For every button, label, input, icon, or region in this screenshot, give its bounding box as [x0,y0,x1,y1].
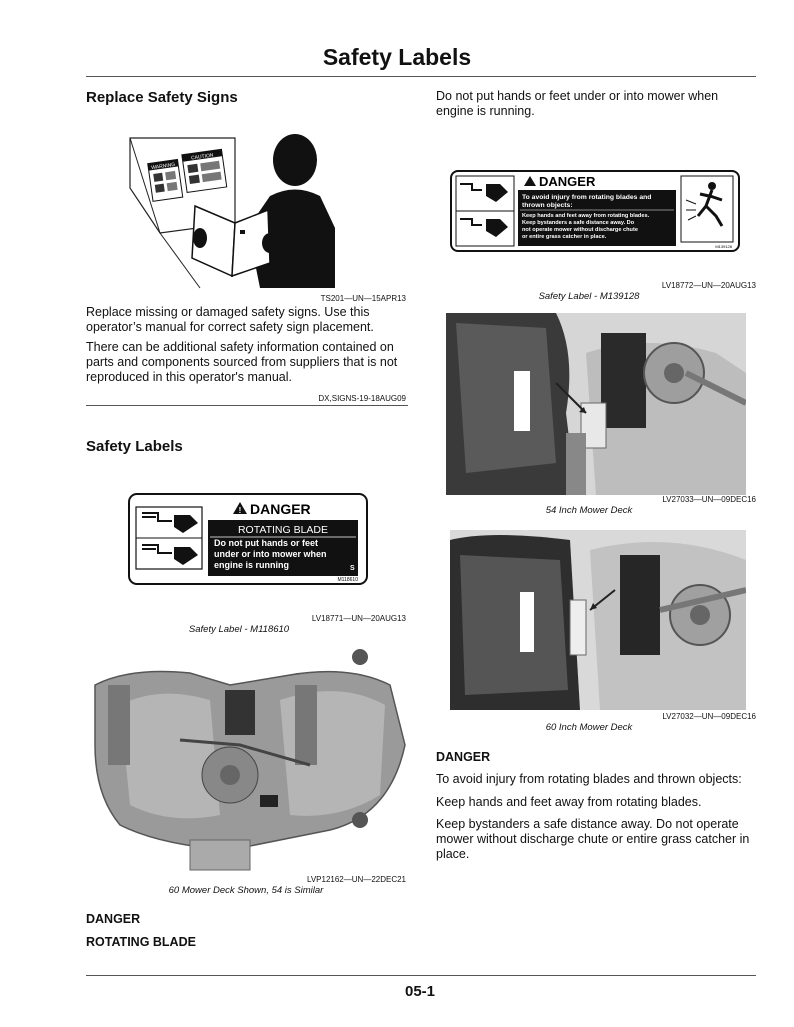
label2-line-2: thrown objects: [522,202,573,209]
figure-caption-lvp12162: LVP12162—UN—22DEC21 [306,875,406,884]
danger-text-keep-bystanders: Keep bystanders a safe distance away. Do… [436,817,750,861]
footer-rule [86,975,756,976]
label-line-3: engine is running [214,560,289,570]
label-line-1: Do not put hands or feet [214,538,318,548]
page-number: 05-1 [404,983,436,1000]
danger-text-avoid-injury: To avoid injury from rotating blades and… [436,772,742,786]
label2-line-6: or entire grass catcher in place. [522,234,607,240]
figure-title-60-inch: 60 Inch Mower Deck [545,722,633,733]
svg-text:!: ! [239,506,242,515]
figure-title-mower-deck: 60 Mower Deck Shown, 54 is Similar [168,885,324,896]
figure-title-m139128: Safety Label - M139128 [538,291,640,302]
label2-line-4: Keep bystanders a safe distance away. Do [522,220,635,226]
danger-heading: DANGER [86,912,141,926]
danger-text-keep-hands: Keep hands and feet away from rotating b… [436,795,702,809]
reading-manual-illustration: WARNING CAUTION [129,134,335,289]
deck-photo-54-inch [446,313,746,495]
figure-title-54-inch: 54 Inch Mower Deck [545,505,633,516]
label-line-2: under or into mower when [214,549,327,559]
figure-caption-lv27033: LV27033—UN—09DEC16 [662,495,756,504]
rotating-blade-heading: ROTATING BLADE [86,935,196,949]
paragraph-additional-info: There can be additional safety informati… [86,340,398,384]
figure-caption-lv27032: LV27032—UN—09DEC16 [662,712,756,721]
mower-deck-photo [90,645,412,873]
paragraph-replace-signs: Replace missing or damaged safety signs.… [86,305,374,334]
label2-line-5: not operate mower without discharge chut… [522,227,638,233]
paragraph-do-not-put-hands: Do not put hands or feet under or into m… [436,89,719,118]
section-heading-replace-signs: Replace Safety Signs [86,89,238,106]
label-danger-header: DANGER [250,501,311,517]
figure-caption-lv18772: LV18772—UN—20AUG13 [661,281,756,290]
figure-caption-ts201: TS201—UN—15APR13 [320,294,406,303]
safety-label-m118610: ! DANGER ROTATING BLADE Do not put hands… [128,493,368,585]
warning-sign-label: WARNING [151,162,176,171]
safety-label-m139128: DANGER To avoid injury from rotating bla… [450,170,740,252]
label-code: M118610 [338,577,359,583]
figure-title-m118610: Safety Label - M118610 [188,624,290,635]
section-divider [86,405,408,406]
page-title: Safety Labels [322,44,472,70]
section-heading-safety-labels: Safety Labels [86,438,183,455]
label-mark: S [350,565,355,572]
label2-danger-header: DANGER [539,174,596,189]
title-rule [86,76,756,77]
deck-photo-60-inch [450,530,746,710]
reference-code: DX,SIGNS-19-18AUG09 [318,394,406,403]
figure-caption-lv18771: LV18771—UN—20AUG13 [311,614,406,623]
label-rotating-blade: ROTATING BLADE [238,524,328,536]
right-danger-heading: DANGER [436,750,491,764]
label2-code: M139128 [715,244,732,249]
label2-line-3: Keep hands and feet away from rotating b… [522,213,650,219]
caution-sign-label: CAUTION [191,152,215,161]
label2-line-1: To avoid injury from rotating blades and [522,194,651,201]
